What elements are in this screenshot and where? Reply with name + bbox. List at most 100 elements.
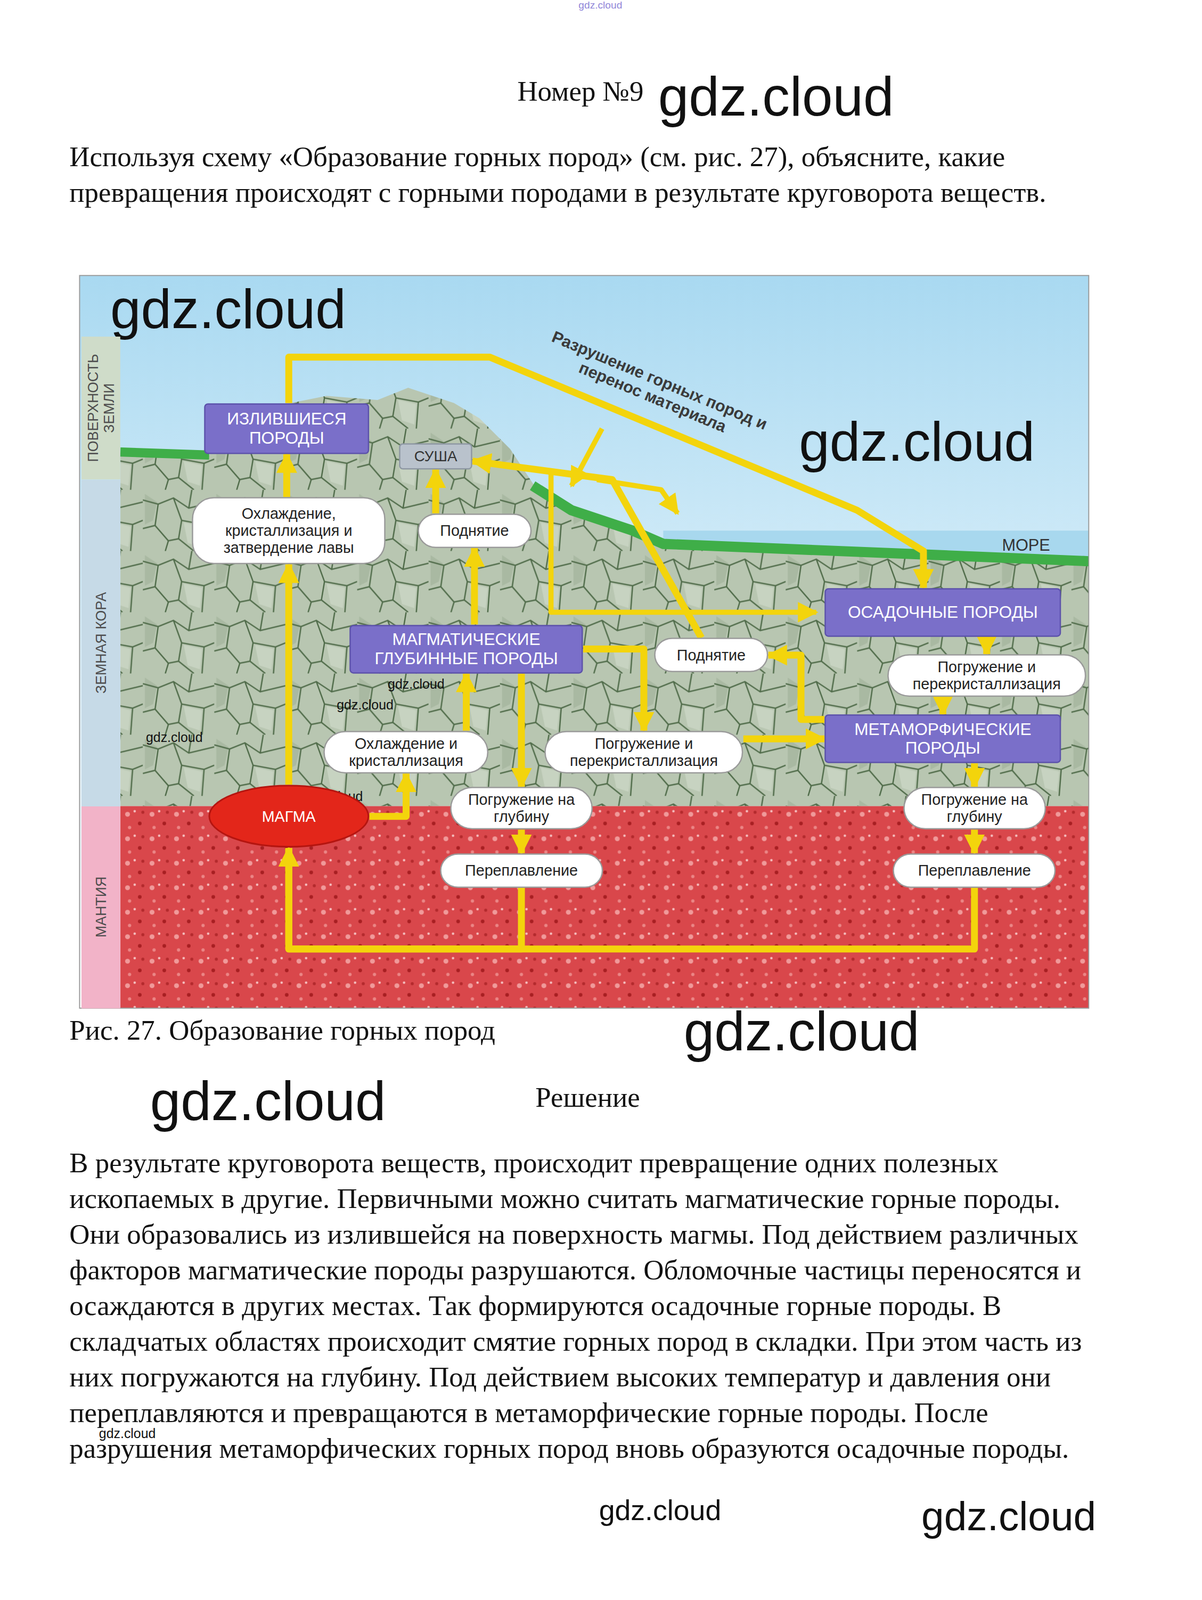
node-text: Охлаждение и кристаллизация — [334, 734, 478, 770]
node-text: Погружение на глубину — [461, 790, 582, 825]
node-text: Поднятие — [665, 646, 757, 664]
flow-arrow — [743, 735, 825, 743]
box-outline — [418, 513, 531, 547]
text-label: МОРЕ — [1001, 536, 1050, 554]
flow-arrow — [432, 469, 440, 513]
node-text-wrap: ОСАДОЧНЫЕ ПОРОДЫ — [824, 587, 1062, 626]
node-text-wrap: Погружение на глубину — [903, 786, 1046, 829]
text-label: gdz.cloud — [336, 698, 394, 712]
band-fill — [81, 806, 121, 1009]
text-label: gdz.cloud — [150, 1073, 387, 1129]
node-text: Переплавление — [451, 861, 592, 879]
flow-arrow — [470, 548, 478, 625]
node-text: Поднятие — [428, 521, 521, 539]
flow-arrow — [983, 636, 991, 655]
flow-arrow — [518, 829, 526, 854]
flow-arrow — [462, 673, 470, 731]
process-oval: Охлаждение и кристаллизация — [323, 730, 489, 774]
node-text-wrap: ЗЕМНАЯ КОРА — [93, 479, 110, 807]
node-text: СУША — [410, 447, 462, 465]
box-outline — [893, 853, 1056, 887]
node-text-wrap: Переплавление — [892, 853, 1057, 882]
node-text-wrap: МАНТИЯ — [93, 806, 110, 1009]
rock-type-box: МЕТАМОРФИЧЕСКИЕ ПОРОДЫ — [824, 714, 1062, 764]
node-text-wrap: МАГМАТИЧЕСКИЕ ГЛУБИННЫЕ ПОРОДЫ — [349, 624, 584, 673]
node-text-wrap: Поднятие — [653, 637, 769, 667]
layer-band: ПОВЕРХНОСТЬ ЗЕМЛИ — [81, 336, 121, 480]
box-outline — [450, 787, 592, 829]
node-text-wrap: Охлаждение и кристаллизация — [323, 730, 489, 773]
flow-arrow — [283, 454, 291, 497]
flow-arrow — [472, 461, 702, 639]
flow-arrow — [583, 649, 644, 731]
sky — [79, 275, 1089, 1009]
process-oval: Переплавление — [439, 853, 604, 888]
figure-caption: Рис. 27. Образование горных пород — [69, 1012, 496, 1049]
process-oval: Погружение на глубину — [903, 786, 1046, 830]
node-text: МАГМАТИЧЕСКИЕ ГЛУБИННЫЕ ПОРОДЫ — [360, 630, 572, 668]
node-text: Погружение и перекристаллизация — [555, 734, 732, 770]
band-fill — [81, 479, 121, 807]
node-text: Переплавление — [904, 861, 1045, 879]
text-label: gdz.cloud — [145, 730, 203, 744]
node-text: МЕТАМОРФИЧЕСКИЕ ПОРОДЫ — [835, 720, 1050, 758]
edge-label: Разрушение горных пород и перенос матери… — [536, 324, 776, 453]
process-oval: Погружение на глубину — [450, 786, 593, 830]
rock-type-box: МАГМАТИЧЕСКИЕ ГЛУБИННЫЕ ПОРОДЫ — [349, 624, 584, 674]
node-text: Погружение на глубину — [914, 790, 1035, 825]
text-label: gdz.cloud — [921, 1495, 1097, 1537]
node-text-wrap: Охлаждение, кристаллизация и затвердение… — [191, 496, 386, 560]
flow-arrow — [970, 829, 978, 854]
rock-type-box: ОСАДОЧНЫЕ ПОРОДЫ — [824, 587, 1062, 637]
node-text: МАНТИЯ — [93, 806, 110, 1009]
node-text-wrap: ПОВЕРХНОСТЬ ЗЕМЛИ — [85, 336, 118, 480]
node-text: Погружение и перекристаллизация — [898, 658, 1075, 693]
box-outline — [887, 655, 1086, 697]
text-label: gdz.cloud — [110, 281, 347, 337]
sea-floor — [532, 485, 1089, 562]
node-text-wrap: Переплавление — [439, 853, 604, 882]
box-outline — [205, 403, 369, 454]
node-text: ИЗЛИВШИЕСЯ ПОРОДЫ — [215, 409, 358, 448]
flow-arrow — [369, 773, 407, 816]
text-label: gdz.cloud — [599, 1495, 722, 1525]
box-outline — [192, 497, 386, 564]
layer-band: МАНТИЯ — [81, 806, 121, 1009]
node-text: МАГМА — [219, 807, 359, 825]
node-text-wrap: МАГМА — [208, 784, 370, 828]
process-oval: Поднятие — [417, 513, 533, 549]
box-outline — [440, 853, 603, 887]
magma-ellipse: МАГМА — [208, 784, 370, 848]
node-text: Охлаждение, кристаллизация и затвердение… — [202, 504, 375, 557]
node-text-wrap: МЕТАМОРФИЧЕСКИЕ ПОРОДЫ — [824, 714, 1062, 762]
flow-arrow — [939, 697, 947, 715]
text-paragraph: В результате круговорота веществ, происх… — [69, 1145, 1095, 1467]
process-oval: Погружение и перекристаллизация — [544, 730, 744, 774]
text-label: gdz.cloud — [99, 1426, 157, 1441]
arrow — [551, 471, 817, 612]
node-text: ОСАДОЧНЫЕ ПОРОДЫ — [835, 602, 1050, 622]
rock-type-box: ИЗЛИВШИЕСЯ ПОРОДЫ — [203, 403, 370, 455]
flow-arrow — [768, 655, 825, 720]
arrow — [597, 479, 678, 513]
page-title: Номер №9 — [517, 73, 644, 110]
text-label: gdz.cloud — [658, 69, 895, 125]
ellipse-outline — [209, 785, 369, 847]
process-oval: Поднятие — [653, 637, 769, 673]
node-text-wrap: Погружение на глубину — [450, 786, 593, 829]
box-outline — [324, 731, 488, 773]
land-box: СУША — [398, 443, 473, 470]
flow-arrow — [970, 763, 978, 787]
node-text-wrap: СУША — [398, 443, 473, 467]
frame — [79, 275, 1089, 1009]
box-outline — [903, 787, 1045, 829]
box-outline — [825, 715, 1061, 763]
text-paragraph: Решение — [485, 1079, 690, 1116]
node-text: ПОВЕРХНОСТЬ ЗЕМЛИ — [85, 336, 118, 480]
node-text-wrap: Поднятие — [417, 513, 533, 543]
deposit-arrows — [551, 428, 817, 613]
node-text-wrap: Погружение и перекристаллизация — [544, 730, 744, 773]
flow-arrow — [288, 847, 975, 950]
grass — [120, 452, 210, 456]
flow-arrow — [285, 564, 293, 786]
